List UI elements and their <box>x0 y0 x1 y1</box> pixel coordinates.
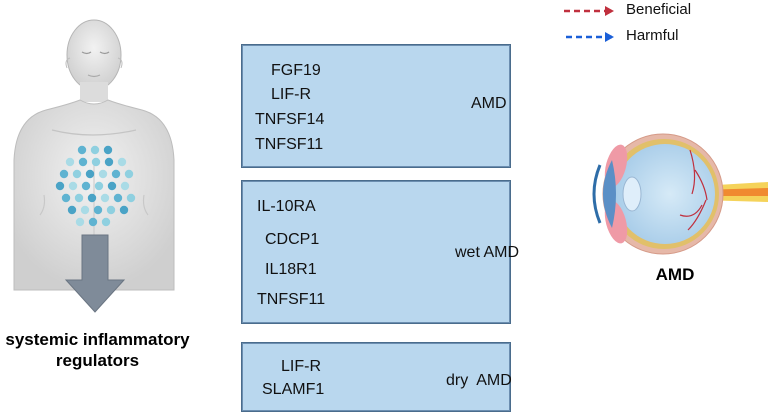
panel-wet-amd-regulator: IL18R1 <box>265 261 317 278</box>
cluster-dot <box>120 181 130 191</box>
panel-amd-regulator: TNFSF14 <box>255 111 325 128</box>
cluster-dot <box>93 205 103 215</box>
panel-amd-regulator: FGF19 <box>271 62 321 79</box>
cluster-dot <box>94 181 104 191</box>
eye-illustration <box>592 133 768 255</box>
cytokine-dot-cluster <box>55 145 136 227</box>
panel-dry-amd <box>241 342 511 412</box>
cluster-dot <box>61 193 71 203</box>
cluster-dot <box>126 193 136 203</box>
panel-dry-amd-regulator: LIF-R <box>281 358 321 375</box>
cluster-dot <box>80 205 90 215</box>
cluster-dot <box>85 169 95 179</box>
cluster-dot <box>104 157 114 167</box>
cluster-dot <box>87 193 97 203</box>
cluster-dot <box>113 193 123 203</box>
left-caption-line-2: regulators <box>55 351 140 370</box>
panel-amd-target: AMD <box>471 95 507 112</box>
cluster-dot <box>78 157 88 167</box>
cluster-dot <box>75 217 85 227</box>
legend-beneficial-label: Beneficial <box>626 1 692 18</box>
legend <box>564 6 614 42</box>
panel-wet-amd-regulator: IL-10RA <box>257 198 316 215</box>
panel-wet-amd <box>241 180 511 324</box>
cluster-dot <box>100 193 110 203</box>
cluster-dot <box>67 205 77 215</box>
panel-wet-amd-regulator: CDCP1 <box>265 231 320 248</box>
cluster-dot <box>119 205 129 215</box>
cluster-dot <box>90 145 100 155</box>
cluster-dot <box>103 145 113 155</box>
cluster-dot <box>65 157 75 167</box>
legend-harmful-label: Harmful <box>626 27 679 44</box>
panel-wet-amd-regulator: TNFSF11 <box>257 291 326 308</box>
cluster-dot <box>124 169 134 179</box>
cluster-dot <box>106 205 116 215</box>
cluster-dot <box>74 193 84 203</box>
human-body-illustration <box>13 19 175 313</box>
panel-dry-amd-regulator: SLAMF1 <box>262 381 325 398</box>
panel-dry-amd-target: dry AMD <box>446 372 512 389</box>
cluster-dot <box>117 157 127 167</box>
cluster-dot <box>59 169 69 179</box>
left-caption-line-1: systemic inflammatory <box>5 330 190 349</box>
panel-wet-amd-target: wet AMD <box>455 244 520 261</box>
cluster-dot <box>81 181 91 191</box>
down-arrow-icon <box>64 234 126 313</box>
cluster-dot <box>55 181 65 191</box>
panel-amd-regulator: TNFSF11 <box>255 136 324 153</box>
cluster-dot <box>91 157 101 167</box>
cluster-dot <box>72 169 82 179</box>
panel-amd <box>241 44 511 168</box>
cluster-dot <box>88 217 98 227</box>
cluster-dot <box>101 217 111 227</box>
cluster-dot <box>98 169 108 179</box>
left-caption: systemic inflammatory regulators <box>0 329 195 371</box>
eye-caption: AMD <box>655 265 695 284</box>
cluster-dot <box>107 181 117 191</box>
panel-amd-regulator: LIF-R <box>271 86 311 103</box>
cluster-dot <box>68 181 78 191</box>
cluster-dot <box>111 169 121 179</box>
cluster-dot <box>77 145 87 155</box>
